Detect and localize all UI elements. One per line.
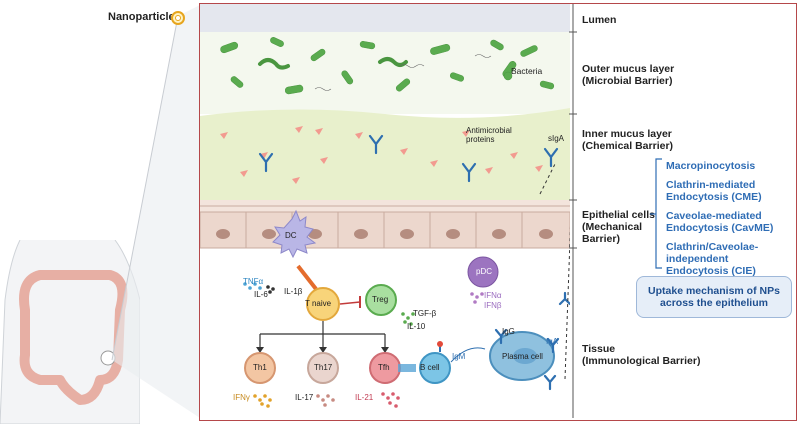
plasma-cell-label: Plasma cell — [502, 352, 543, 361]
il10-label: IL-10 — [407, 322, 426, 331]
th1-label: Th1 — [253, 363, 267, 372]
uptake-mechanism-list: Macropinocytosis Clathrin-mediated Endoc… — [666, 160, 774, 277]
bacteria-label: Bacteria — [511, 66, 543, 76]
ifna-label: IFNα — [484, 291, 502, 300]
siga-label: sIgA — [548, 134, 565, 143]
uptake-summary-line2: across the epithelium — [660, 297, 768, 309]
nanoparticles-label: Nanoparticles — [108, 11, 181, 23]
layer-inner-mucus: Inner mucus layer(Chemical Barrier) — [582, 128, 674, 152]
intestine-diagram — [200, 4, 570, 408]
igm-label: IgM — [452, 352, 466, 361]
tgfb-label: TGF-β — [413, 309, 437, 318]
il1b-label: IL-1β — [284, 287, 303, 296]
pdc-label: pDC — [476, 267, 493, 276]
th17-label: Th17 — [314, 363, 333, 372]
layer-tissue: Tissue(Immunological Barrier) — [582, 343, 701, 367]
zoom-lines — [111, 5, 200, 418]
colon-illustration — [0, 240, 140, 424]
uptake-summary-line1: Uptake mechanism of NPs — [648, 285, 780, 297]
il21-label: IL-21 — [355, 393, 374, 402]
igg-label: IgG — [502, 327, 515, 336]
t-naive-label: T naive — [305, 299, 332, 308]
nanoparticle-icon — [171, 11, 185, 25]
tnfa-label: TNFα — [243, 277, 264, 286]
ifnb-label: IFNβ — [484, 301, 502, 310]
layer-scale — [569, 4, 577, 418]
b-cell-label: B cell — [420, 363, 440, 372]
layer-outer-mucus: Outer mucus layer(Microbial Barrier) — [582, 63, 675, 87]
treg-label: Treg — [372, 295, 389, 304]
uptake-summary-box: Uptake mechanism of NPs across the epith… — [636, 276, 792, 318]
layer-lumen: Lumen — [582, 14, 617, 26]
tfh-label: Tfh — [378, 363, 390, 372]
iga-label: IgA — [546, 337, 559, 346]
uptake-bracket — [650, 158, 662, 269]
ifng-label: IFNγ — [233, 393, 250, 402]
dc-label: DC — [285, 231, 297, 240]
dc-cell — [272, 209, 317, 259]
il6-label: IL-6 — [254, 290, 268, 299]
il17-label: IL-17 — [295, 393, 314, 402]
